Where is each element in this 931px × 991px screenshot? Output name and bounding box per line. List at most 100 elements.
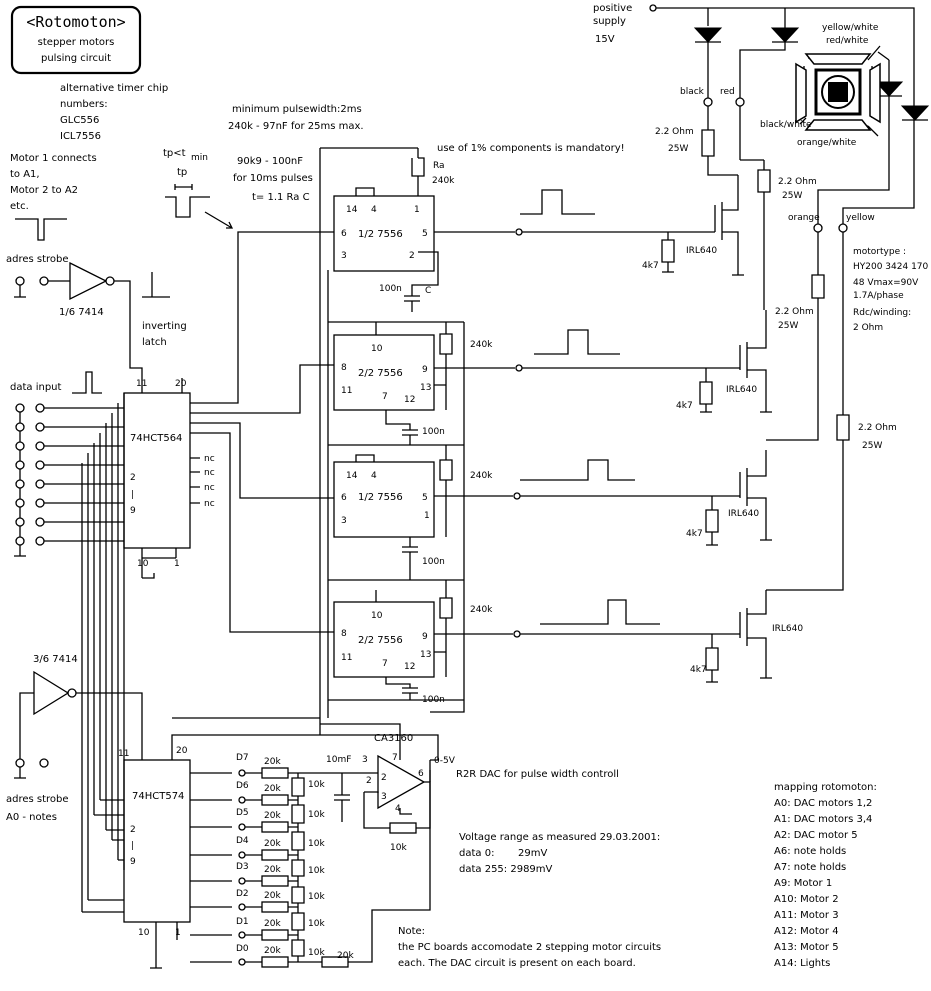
svg-text:6: 6 — [341, 493, 347, 503]
svg-text:3: 3 — [341, 516, 347, 526]
svg-text:CA3160: CA3160 — [374, 733, 413, 744]
mapping-item: A10: Motor 2 — [774, 894, 839, 905]
svg-text:nc: nc — [204, 499, 215, 509]
timer-4: 2/2 7556 10 8 9 11 7 12 13 240k 100n — [333, 580, 740, 705]
svg-text:10mF: 10mF — [326, 755, 351, 765]
inverter-3-6 — [33, 670, 70, 716]
tp-arrow — [204, 211, 234, 229]
rail-right — [172, 322, 465, 719]
svg-text:orange: orange — [788, 213, 820, 223]
mapping-item: A7: note holds — [774, 862, 846, 873]
dac-10k-ladder: 10k 10k 10k 10k 10k 10k 10k — [291, 773, 325, 962]
svg-text:2.2 Ohm: 2.2 Ohm — [778, 177, 817, 187]
note-motor-conn-4: etc. — [10, 201, 29, 212]
svg-text:red/white: red/white — [826, 36, 869, 46]
svg-text:2.2 Ohm: 2.2 Ohm — [858, 423, 897, 433]
note-tp-lt: tp<t — [163, 148, 186, 159]
svg-text:D4: D4 — [236, 836, 249, 846]
svg-text:nc: nc — [204, 468, 215, 478]
svg-text:12: 12 — [404, 662, 415, 672]
svg-text:D5: D5 — [236, 808, 249, 818]
board-note: Note: the PC boards accomodate 2 steppin… — [398, 926, 661, 969]
timer-1: 1/2 7556 14 4 1 6 5 3 2 Ra 240k 100n C — [333, 157, 715, 312]
svg-text:10k: 10k — [390, 843, 407, 853]
motortype-note: motortype : HY200 3424 170 48 Vmax=90V 1… — [853, 247, 929, 333]
mosfet-4: 4k7 IRL640 — [690, 590, 803, 683]
svg-text:3/6 7414: 3/6 7414 — [33, 654, 78, 665]
svg-text:9: 9 — [422, 632, 428, 642]
svg-text:IRL640: IRL640 — [686, 246, 717, 256]
svg-text:D7: D7 — [236, 753, 249, 763]
svg-text:12: 12 — [404, 395, 415, 405]
svg-text:14: 14 — [346, 205, 358, 215]
mosfet-3: 4k7 IRL640 — [686, 450, 772, 546]
svg-text:2: 2 — [366, 776, 372, 786]
title-name: <Rotomoton> — [26, 13, 125, 31]
opamp-ca3160: CA3160 2 3 7 4 6 3 2 10k 0-5V R2R DAC fo… — [320, 723, 619, 853]
svg-text:13: 13 — [420, 383, 431, 393]
note-min-pulse-2: 240k - 97nF for 25ms max. — [228, 121, 364, 132]
svg-text:7: 7 — [382, 659, 388, 669]
svg-text:7: 7 — [392, 753, 398, 763]
note-alt-timer-3: GLC556 — [60, 115, 99, 126]
svg-text:25W: 25W — [862, 441, 882, 451]
note-motor-conn-2: to A1, — [10, 169, 40, 180]
svg-text:|: | — [131, 841, 134, 851]
svg-text:2: 2 — [130, 473, 136, 483]
note-alt-timer-2: numbers: — [60, 99, 108, 110]
svg-text:240k: 240k — [470, 605, 493, 615]
svg-text:10k: 10k — [308, 919, 325, 929]
svg-text:Voltage range as measured 29.0: Voltage range as measured 29.03.2001: — [459, 832, 660, 843]
svg-text:25W: 25W — [782, 191, 802, 201]
dac-labels: D7 D6 D5 D4 D3 D2 D1 D0 — [236, 753, 249, 954]
tp-pulse-symbol — [165, 196, 210, 218]
note-formula: t= 1.1 Ra C — [252, 192, 310, 203]
svg-text:25W: 25W — [778, 321, 798, 331]
svg-text:yellow: yellow — [846, 213, 875, 223]
pulse-4 — [540, 599, 660, 625]
svg-text:20: 20 — [175, 379, 187, 389]
svg-text:240k: 240k — [470, 340, 493, 350]
svg-text:11: 11 — [341, 386, 352, 396]
title-line1: stepper motors — [38, 37, 115, 48]
wire-q3 — [190, 422, 334, 499]
svg-text:11: 11 — [136, 379, 147, 389]
svg-text:10: 10 — [371, 611, 383, 621]
note-min-pulse-1: minimum pulsewidth:2ms — [232, 104, 362, 115]
svg-text:1/2 7556: 1/2 7556 — [358, 492, 403, 503]
svg-text:4k7: 4k7 — [690, 665, 707, 675]
pulse-3 — [520, 459, 635, 481]
svg-text:5: 5 — [422, 493, 428, 503]
svg-text:D2: D2 — [236, 889, 249, 899]
inverter-1-6-label: 1/6 7414 — [59, 307, 104, 318]
svg-text:74HCT574: 74HCT574 — [132, 791, 184, 802]
data-terminals — [15, 403, 45, 546]
mapping-item: A11: Motor 3 — [774, 910, 839, 921]
note-pulse-10-1: 90k9 - 100nF — [237, 156, 303, 167]
svg-text:nc: nc — [204, 483, 215, 493]
svg-text:20k: 20k — [264, 839, 281, 849]
stepper-motor: yellow/white red/white black/white orang… — [760, 23, 890, 148]
svg-text:20k: 20k — [264, 865, 281, 875]
svg-text:4k7: 4k7 — [642, 261, 659, 271]
svg-text:HY200 3424 170: HY200 3424 170 — [853, 262, 929, 272]
mapping-item: A14: Lights — [774, 958, 830, 969]
svg-text:each. The DAC circuit is prese: each. The DAC circuit is present on each… — [398, 958, 636, 969]
dac-20k-resistors: 20k 20k 20k 20k 20k 20k 20k 20k 20k — [245, 757, 431, 968]
svg-text:8: 8 — [341, 363, 347, 373]
svg-text:orange/white: orange/white — [797, 138, 857, 148]
svg-text:20k: 20k — [264, 891, 281, 901]
vcc-bus — [171, 148, 321, 760]
wire-q4 — [190, 432, 334, 633]
mapping-title: mapping rotomoton: — [774, 782, 877, 793]
svg-text:20k: 20k — [264, 757, 281, 767]
svg-text:20k: 20k — [264, 811, 281, 821]
svg-text:|: | — [131, 490, 134, 500]
svg-text:2: 2 — [409, 251, 415, 261]
svg-text:data 255: 2989mV: data 255: 2989mV — [459, 864, 553, 875]
svg-text:the PC boards accomodate 2 ste: the PC boards accomodate 2 stepping moto… — [398, 942, 661, 953]
svg-text:D1: D1 — [236, 917, 249, 927]
svg-text:7: 7 — [382, 392, 388, 402]
svg-text:2.2 Ohm: 2.2 Ohm — [775, 307, 814, 317]
